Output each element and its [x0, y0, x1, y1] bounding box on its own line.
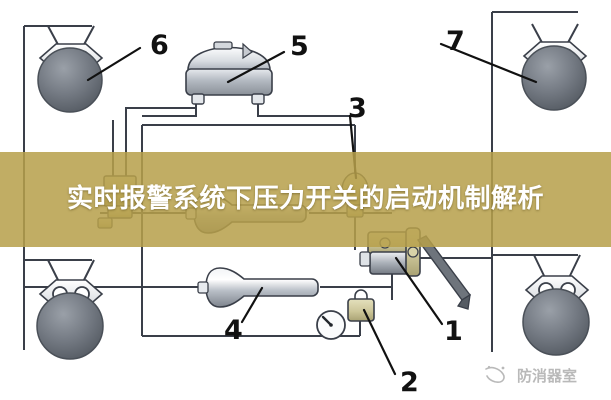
leader-5 — [226, 50, 286, 84]
valve-stem-boss-icon — [407, 246, 419, 258]
switch-body-icon — [347, 298, 375, 322]
lower-tank-neck-icon — [197, 281, 209, 294]
gauge-pivot-icon — [329, 323, 333, 327]
callout-label-1: 1 — [444, 316, 463, 347]
callout-leaders — [86, 42, 538, 376]
bell-cap-icon — [213, 41, 233, 50]
pressure-gauge — [316, 310, 346, 340]
bell-foot-left-icon — [191, 93, 205, 105]
callout-label-4: 4 — [224, 315, 243, 346]
leader-1 — [394, 256, 444, 326]
sprinkler-head-lower-left — [36, 259, 104, 360]
leader-6 — [86, 46, 142, 82]
sprinkler-head-upper-left — [37, 25, 104, 113]
callout-numbers: 6 5 7 3 4 2 1 — [150, 26, 465, 398]
pipe-bell-left-leg — [142, 100, 197, 117]
title-overlay-band: 实时报警系统下压力开关的启动机制解析 — [0, 152, 611, 247]
pressure-switch — [347, 289, 375, 322]
gauge-needle-icon — [321, 315, 333, 327]
switch-bail-icon — [354, 289, 368, 301]
sprinkler-bulb-sphere-icon — [521, 45, 587, 111]
bell-clapper-icon — [242, 42, 253, 60]
sprinkler-bulb-sphere-icon — [522, 288, 590, 356]
bell-foot-right-icon — [251, 93, 265, 105]
leader-4 — [240, 286, 264, 324]
leader-7 — [439, 42, 538, 84]
callout-label-6: 6 — [150, 30, 169, 61]
leader-2 — [362, 308, 397, 376]
callout-label-2: 2 — [400, 367, 419, 398]
callout-label-3: 3 — [348, 93, 367, 124]
page-title: 实时报警系统下压力开关的启动机制解析 — [66, 183, 544, 214]
sprinkler-bulb-sphere-icon — [37, 47, 103, 113]
pipe-bell-right-leg — [257, 100, 355, 117]
valve-lever-tip-icon — [456, 293, 471, 310]
sprinkler-head-upper-right — [521, 23, 588, 111]
valve-inlet-port-icon — [359, 251, 371, 267]
alarm-bell-dome — [185, 41, 273, 105]
sprinkler-head-lower-right — [522, 254, 590, 356]
callout-label-7: 7 — [446, 26, 465, 57]
lower-cylinder-tank — [197, 267, 319, 308]
sprinkler-bulb-sphere-icon — [36, 292, 104, 360]
callout-label-5: 5 — [290, 31, 309, 62]
